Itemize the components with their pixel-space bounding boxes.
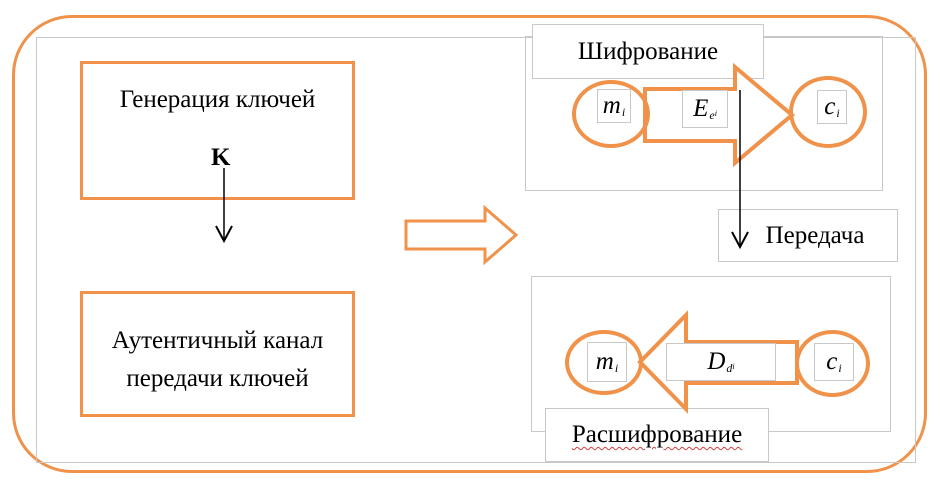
outer-frame	[12, 15, 927, 473]
decryption-arrow-icon	[637, 310, 799, 414]
encryption-arrow-icon	[643, 62, 796, 168]
encryption-label-box: Шифрование	[532, 24, 764, 79]
decryption-label-box: Расшифрование	[545, 408, 769, 462]
dec-cipher-symbol: c	[826, 348, 838, 375]
authentic-channel-text: Аутентичный канал передачи ключей	[83, 322, 352, 398]
authentic-channel-line1: Аутентичный канал	[111, 327, 324, 354]
enc-function-symbol: E	[693, 95, 709, 122]
enc-function-subsub: i	[714, 108, 717, 118]
enc-cipher-symbol: c	[824, 93, 836, 120]
transmission-arrow-head-icon	[731, 231, 749, 250]
authentic-channel-line2: передачи ключей	[126, 365, 309, 392]
enc-message-sub: i	[621, 104, 626, 119]
dec-function-subsub: i	[732, 361, 735, 371]
key-generation-title: Генерация ключей	[119, 86, 316, 113]
enc-cipher-sub: i	[836, 105, 840, 120]
flow-arrow-icon	[404, 204, 519, 266]
encryption-label: Шифрование	[577, 37, 719, 65]
enc-function-sub: e	[709, 107, 715, 122]
key-generation-box: Генерация ключей K	[80, 61, 355, 200]
dec-cipher-sub: i	[838, 360, 842, 375]
enc-cipher-circle	[789, 76, 867, 148]
enc-message-symbol: m	[602, 92, 621, 119]
dec-message-circle	[565, 330, 643, 395]
key-symbol: K	[211, 144, 231, 171]
decryption-label: Расшифрование	[571, 421, 743, 448]
dec-cipher-circle	[795, 330, 870, 397]
authentic-channel-box: Аутентичный канал передачи ключей	[80, 291, 355, 417]
dec-message-sub: i	[614, 360, 619, 375]
key-arrow-head-icon	[215, 225, 233, 244]
dec-function-sub: d	[726, 360, 733, 375]
transmission-label-box: Передача	[718, 209, 898, 262]
dec-function-symbol: D	[707, 348, 726, 375]
transmission-label: Передача	[765, 221, 865, 249]
enc-message-circle	[572, 80, 650, 148]
inner-frame	[36, 37, 916, 463]
dec-message-symbol: m	[595, 348, 614, 375]
